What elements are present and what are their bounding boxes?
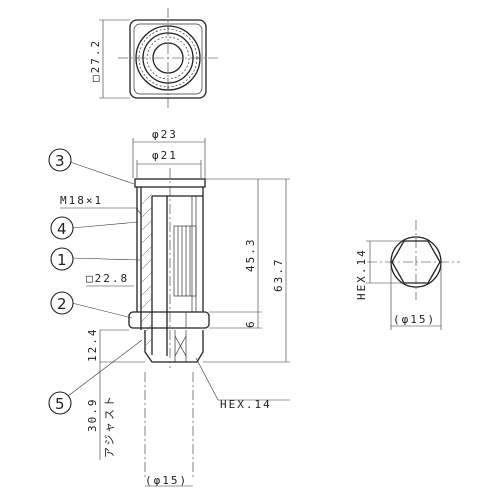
- callout-3-circle: [48, 148, 72, 172]
- bottom-dia-label: (φ15): [145, 474, 188, 487]
- callout-3-leader: [69, 161, 135, 185]
- dim-length-total-label: 63.7: [272, 258, 285, 293]
- dim-outer-dia-label: φ23: [152, 128, 178, 141]
- top-view-square-label: □27.2: [89, 39, 102, 82]
- side-dia-label: (φ15): [393, 313, 436, 326]
- callout-2-leader: [71, 302, 133, 319]
- dim-adjust-text-label: アジャスト: [103, 394, 116, 458]
- side-hex-label: HEX.14: [355, 248, 368, 300]
- callouts: 3 4 1 2 5: [48, 148, 143, 415]
- callout-4-number: 4: [57, 220, 67, 238]
- side-view-hexagon: [391, 240, 441, 284]
- hex-leader-diagonal: [195, 357, 219, 401]
- front-view: φ23 φ21: [60, 128, 290, 487]
- dim-hex-height-label: 6: [244, 319, 257, 328]
- callout-1-leader: [71, 257, 141, 261]
- callout-3-number: 3: [55, 152, 65, 170]
- hex-nut: [128, 311, 210, 329]
- dim-lower-a-label: 12.4: [86, 328, 99, 363]
- top-view-outer-square: [129, 19, 207, 99]
- callout-2-number: 2: [57, 295, 67, 313]
- callout-2-circle: [50, 291, 74, 315]
- dim-adjust-value-label: 30.9: [86, 398, 99, 433]
- top-view-middle-circle: [142, 32, 194, 84]
- callout-4-leader: [71, 221, 139, 229]
- top-view: □27.2: [89, 8, 220, 108]
- square-spec-label: □22.8: [86, 272, 129, 285]
- lower-hex-body: [144, 330, 204, 363]
- thread-spec-leader-tip: [135, 207, 142, 215]
- top-view-thread-circle: [146, 36, 190, 80]
- callout-1-number: 1: [57, 251, 67, 269]
- thread-region: [173, 225, 197, 297]
- front-hex-label: HEX.14: [220, 398, 272, 411]
- callout-4-circle: [50, 216, 74, 240]
- callout-5-circle: [48, 391, 72, 415]
- top-view-inner-square: [133, 23, 203, 95]
- top-view-inner-circle: [152, 42, 184, 74]
- dim-inner-dia-label: φ21: [152, 149, 178, 162]
- thread-spec-label: M18×1: [60, 194, 103, 207]
- lower-hex-cross: [174, 335, 187, 357]
- callout-5-leader: [67, 339, 143, 397]
- callout-5-number: 5: [55, 395, 65, 413]
- section-hatching-left: [140, 193, 153, 346]
- side-view: HEX.14 (φ15): [355, 220, 460, 330]
- top-view-ticks: [136, 26, 200, 90]
- callout-1-circle: [50, 247, 74, 271]
- dim-length-a-label: 45.3: [244, 238, 257, 273]
